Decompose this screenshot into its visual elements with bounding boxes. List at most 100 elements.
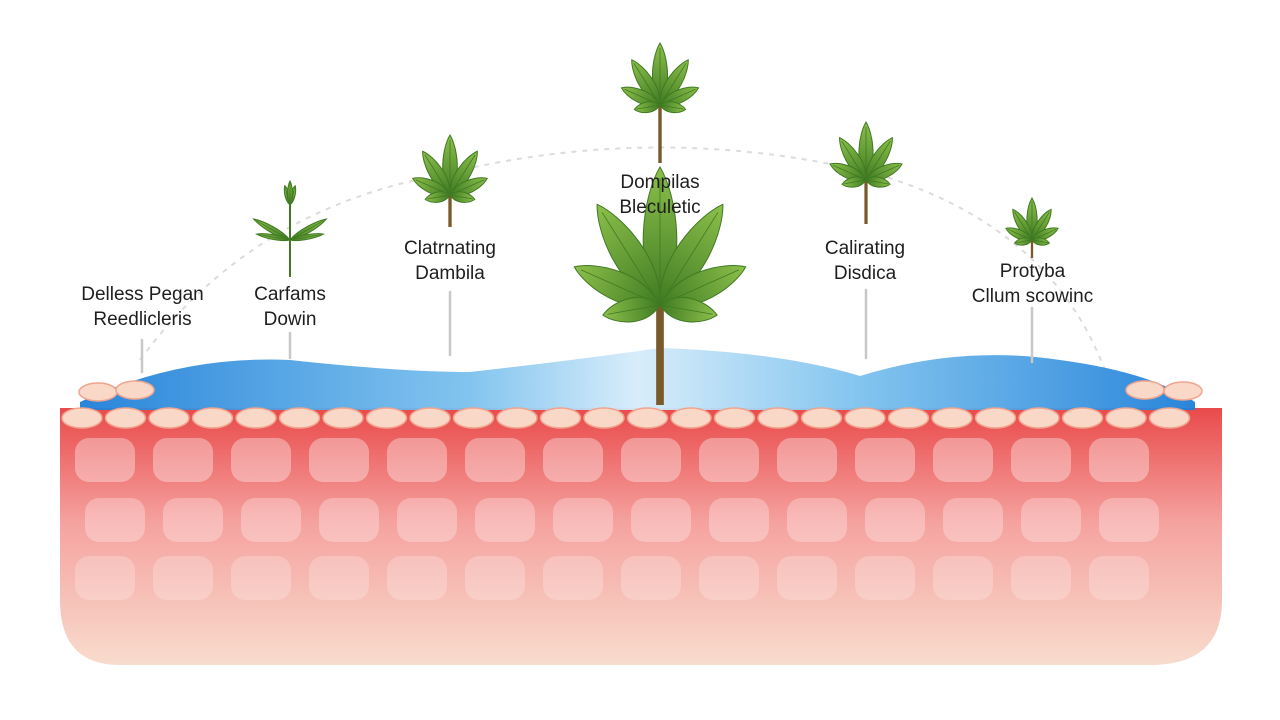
surface-cell	[713, 407, 756, 429]
skin-cell	[309, 556, 369, 600]
label-line: Calirating	[824, 238, 906, 259]
skin-cell	[475, 498, 535, 542]
label-dompilas: Dompilas Bleculetic	[580, 170, 740, 220]
surface-cell	[148, 407, 190, 429]
skin-cell	[553, 498, 613, 542]
label-line: Delless Pegan	[81, 284, 204, 305]
label-calirating: Calirating Disdica	[790, 236, 940, 286]
skin-cell	[231, 438, 291, 482]
skin-cell	[163, 498, 223, 542]
surface-cell	[1163, 381, 1203, 401]
plants	[252, 42, 1059, 405]
label-protyba: Protyba Cllum scowinc	[940, 259, 1125, 309]
skin-cell	[85, 498, 145, 542]
surface-cell	[1148, 407, 1191, 429]
skin-cell	[465, 438, 525, 482]
surface-cell	[757, 407, 799, 429]
label-line: Dompilas	[620, 172, 700, 193]
label-line: Dowin	[263, 309, 317, 330]
surface-cell	[583, 407, 625, 429]
skin-cell	[387, 556, 447, 600]
skin-cell	[1089, 438, 1149, 482]
surface-cell	[78, 382, 118, 402]
skin-cell	[855, 556, 915, 600]
skin-cell	[699, 438, 759, 482]
cannabis-leaf-icon	[573, 166, 747, 405]
surface-cell	[115, 380, 155, 400]
label-line: Dambila	[415, 263, 485, 284]
surface-cell	[322, 407, 364, 429]
surface-cell	[1018, 407, 1060, 429]
skin-cell	[631, 498, 691, 542]
surface-cells	[61, 380, 1203, 429]
skin-cell	[943, 498, 1003, 542]
skin-cell	[75, 556, 135, 600]
label-clatrnating: Clatrnating Dambila	[375, 236, 525, 286]
surface-cell	[278, 407, 321, 429]
skin-cell	[241, 498, 301, 542]
label-line: Protyba	[999, 261, 1066, 282]
connection-arc	[139, 146, 1111, 386]
label-delless-pegan: Delless Pegan Reedlicleris	[50, 282, 235, 332]
skin-cell	[699, 556, 759, 600]
seedling-icon	[252, 179, 328, 277]
skin-cell	[153, 438, 213, 482]
skin-cell	[543, 556, 603, 600]
cannabis-leaf-icon	[829, 121, 903, 224]
skin-cell	[397, 498, 457, 542]
surface-cell	[452, 407, 495, 429]
skin-cell	[319, 498, 379, 542]
skin-cell	[153, 556, 213, 600]
skin-cell	[1089, 556, 1149, 600]
surface-cell	[1061, 407, 1104, 429]
surface-cell	[365, 407, 408, 429]
skin-cell	[709, 498, 769, 542]
skin-cell	[787, 498, 847, 542]
surface-cell	[191, 407, 234, 429]
skin-cell	[309, 438, 369, 482]
label-carfams: Carfams Dowin	[225, 282, 355, 332]
label-line: Reedlicleris	[93, 309, 192, 330]
surface-cell	[61, 407, 103, 429]
cannabis-leaf-icon	[411, 134, 489, 227]
label-line: Bleculetic	[619, 197, 701, 218]
label-line: Cllum scowinc	[971, 286, 1094, 307]
skin-cell	[855, 438, 915, 482]
skin-cell	[777, 438, 837, 482]
surface-cell	[931, 407, 973, 429]
surface-cell	[409, 407, 451, 429]
label-line: Carfams	[254, 284, 326, 305]
surface-cell	[974, 407, 1017, 429]
skin-cell	[777, 556, 837, 600]
skin-layer	[60, 408, 1222, 665]
skin-cell	[621, 438, 681, 482]
water-layer	[80, 348, 1195, 410]
skin-cell	[621, 556, 681, 600]
surface-cell	[539, 407, 582, 429]
surface-cell	[887, 407, 930, 429]
cannabis-leaf-icon	[620, 42, 700, 163]
surface-cell	[1125, 380, 1165, 400]
label-line: Clatrnating	[404, 238, 496, 259]
skin-cells	[75, 438, 1159, 600]
surface-cell	[235, 407, 277, 429]
skin-cell	[1011, 438, 1071, 482]
surface-cell	[844, 407, 886, 429]
cannabis-leaf-icon	[1005, 197, 1059, 258]
skin-cell	[1021, 498, 1081, 542]
skin-cell	[231, 556, 291, 600]
surface-cell	[626, 407, 669, 429]
skin-cell	[933, 556, 993, 600]
skin-cell	[1099, 498, 1159, 542]
skin-cell	[543, 438, 603, 482]
surface-cell	[800, 407, 843, 429]
surface-cell	[1105, 407, 1147, 429]
skin-cell	[865, 498, 925, 542]
skin-cell	[387, 438, 447, 482]
skin-cell	[465, 556, 525, 600]
skin-cell	[75, 438, 135, 482]
surface-cell	[670, 407, 712, 429]
label-line: Disdica	[833, 263, 897, 284]
skin-cell	[933, 438, 993, 482]
